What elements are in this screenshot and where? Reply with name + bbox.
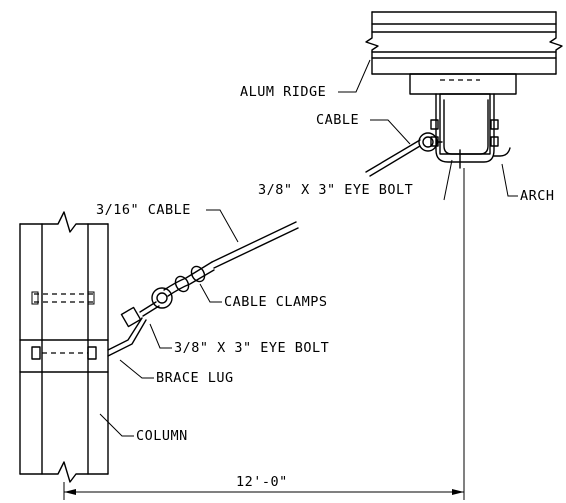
- lower-cable: [211, 221, 299, 269]
- label-cable-clamps: CABLE CLAMPS: [224, 294, 328, 310]
- arch-bracket: [430, 93, 511, 169]
- brace-lug: [107, 306, 147, 357]
- lower-eye-bolt: [139, 287, 173, 317]
- alum-ridge-beam: [365, 11, 563, 75]
- cable-clamps: [163, 261, 215, 297]
- dimension-line: [63, 168, 465, 500]
- label-column: COLUMN: [136, 428, 188, 444]
- label-arch: ARCH: [520, 188, 555, 204]
- label-cable: CABLE: [316, 112, 359, 128]
- label-dimension: 12'-0": [236, 474, 288, 490]
- ridge-base-plate: [409, 73, 517, 95]
- label-eye-bolt-bottom: 3/8" X 3" EYE BOLT: [174, 340, 329, 356]
- column: [19, 211, 109, 483]
- label-3-16-cable: 3/16" CABLE: [96, 202, 191, 218]
- label-alum-ridge: ALUM RIDGE: [240, 84, 326, 100]
- label-brace-lug: BRACE LUG: [156, 370, 234, 386]
- top-cable: [365, 139, 421, 177]
- leader-lines: [99, 59, 518, 437]
- label-eye-bolt-top: 3/8" X 3" EYE BOLT: [258, 182, 413, 198]
- top-eye-bolt: [418, 132, 443, 152]
